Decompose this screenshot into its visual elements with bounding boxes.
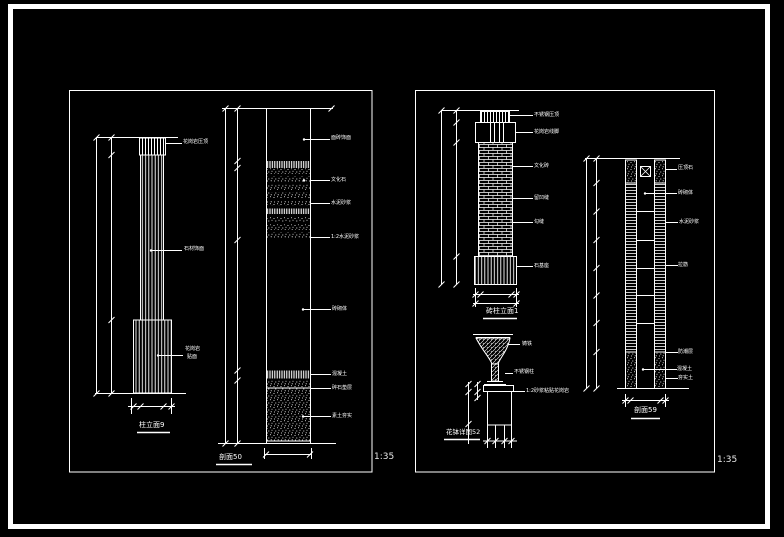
figure-title: 花钵详图52 xyxy=(446,428,481,436)
left-section-detail xyxy=(216,105,336,466)
sheet-frame xyxy=(8,4,770,529)
leader-label: 水泥砂浆 xyxy=(331,200,352,206)
leader-label: 花岗岩 xyxy=(185,346,201,352)
right-column-elevation xyxy=(438,107,533,320)
column-shaft xyxy=(140,154,164,321)
leader-label: 铸铁 xyxy=(522,341,533,347)
planter-stem xyxy=(491,363,499,382)
figure-title: 砖柱立面1 xyxy=(486,307,519,315)
scale-note: 1:35 xyxy=(374,452,395,462)
coping-right xyxy=(654,159,666,184)
leader-label: 砖砌体 xyxy=(332,306,348,312)
damp-course-band xyxy=(266,370,311,379)
leader-label: 水泥砂浆 xyxy=(679,219,700,225)
footing-left xyxy=(625,351,637,389)
scale-note: 1:35 xyxy=(717,455,738,465)
leader-label: 石基座 xyxy=(534,263,550,269)
leader-label: 夯实土 xyxy=(678,375,694,381)
leader-label: 碎石垫层 xyxy=(332,385,353,391)
planter-detail xyxy=(444,334,525,448)
leader-label: 花岗岩线脚 xyxy=(534,129,560,135)
footing-right xyxy=(654,351,666,389)
coping-left xyxy=(625,159,637,184)
left-column-elevation xyxy=(93,134,186,434)
tile-band xyxy=(266,161,311,168)
leader-label: 不锈钢柱 xyxy=(514,369,535,375)
figure-title: 剖面50 xyxy=(219,453,242,461)
right-panel-border xyxy=(415,90,715,473)
brick-shaft xyxy=(478,142,513,257)
leader-label: 砖砌体 xyxy=(678,190,694,196)
column-base xyxy=(474,256,517,285)
leader-label: 文化石 xyxy=(331,177,347,183)
panel-borders xyxy=(69,90,715,473)
leader-label: 文化砖 xyxy=(534,163,550,169)
leader-label: 1:2水泥砂浆 xyxy=(331,234,360,240)
concrete-footing xyxy=(266,387,311,442)
leader-label: 石材饰面 xyxy=(184,246,205,252)
leader-label: 混凝土 xyxy=(677,366,693,372)
dimension-ticks xyxy=(583,155,669,404)
dimension-ticks xyxy=(222,105,335,458)
right-section-detail xyxy=(583,155,689,420)
dimension-ticks xyxy=(93,134,175,410)
column-base xyxy=(133,319,172,394)
left-panel-border xyxy=(69,90,373,473)
column-capital xyxy=(139,137,166,156)
figure-title: 剖面59 xyxy=(634,406,657,414)
planter-bowl xyxy=(475,337,511,365)
column-capital xyxy=(480,111,510,123)
leader-label: 面砖饰面 xyxy=(331,135,352,141)
leader-label: 花岗岩压顶 xyxy=(183,139,209,145)
leader-label: 压顶石 xyxy=(678,165,694,171)
leader-label: 贴面 xyxy=(187,354,198,360)
dimension-ticks xyxy=(465,380,515,445)
pedestal-body xyxy=(487,391,512,426)
leader-label: 不锈钢压顶 xyxy=(534,112,560,118)
rebar-symbol xyxy=(640,166,651,177)
leader-label: 混凝土 xyxy=(332,371,348,377)
leader-label: 防潮层 xyxy=(678,349,694,355)
column-necking xyxy=(475,122,516,143)
leader-label: 拉筋 xyxy=(678,262,689,268)
dimension-ticks xyxy=(438,107,520,307)
pedestal-cap xyxy=(483,385,514,392)
leader-label: 勾缝 xyxy=(534,219,545,225)
leader-label: 1:2砂浆粘贴花岗岩 xyxy=(526,388,570,394)
leader-label: 留凹缝 xyxy=(534,195,550,201)
figure-title: 柱立面9 xyxy=(139,421,165,429)
wall-strip-left xyxy=(625,182,637,353)
wall-strip-right xyxy=(654,182,666,353)
leader-label: 素土夯实 xyxy=(332,413,353,419)
